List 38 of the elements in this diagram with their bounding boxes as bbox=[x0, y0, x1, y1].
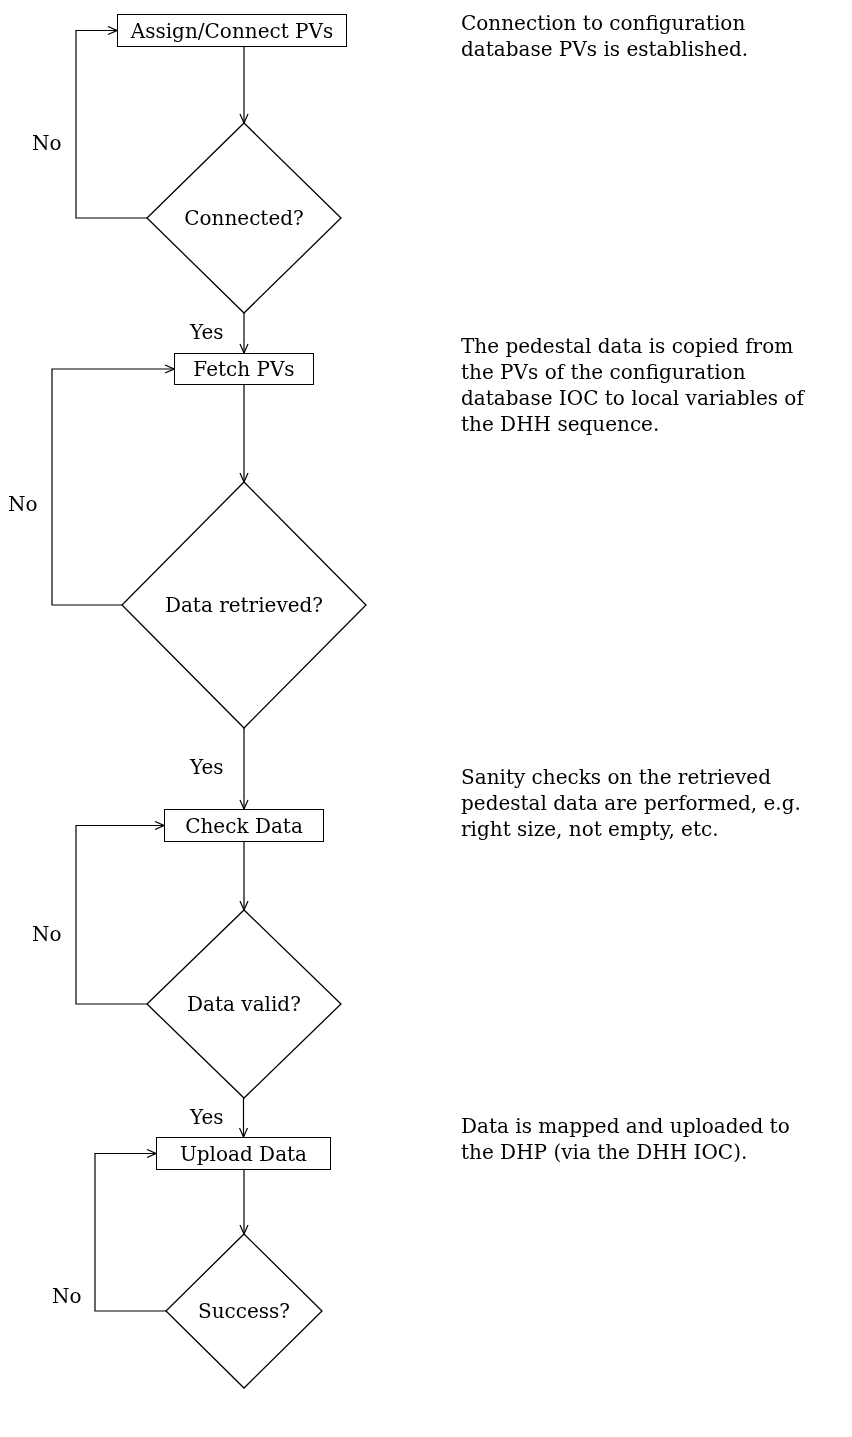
description-text: Connection to configuration database PVs is established. bbox=[461, 10, 750, 62]
process-box bbox=[164, 809, 324, 842]
arrow bbox=[239, 727, 249, 810]
process-box bbox=[156, 1137, 331, 1170]
edge-label: No bbox=[30, 133, 64, 153]
arrow bbox=[75, 25, 148, 219]
edge-label: No bbox=[30, 924, 64, 944]
process-label: Assign/Connect PVs bbox=[130, 18, 334, 43]
arrow bbox=[239, 1169, 249, 1235]
decision-diamond bbox=[166, 1234, 322, 1388]
edge-label: No bbox=[50, 1286, 84, 1306]
process-box bbox=[117, 14, 347, 47]
process-label: Upload Data bbox=[179, 1141, 308, 1166]
arrow bbox=[238, 1097, 249, 1138]
edge-label: Yes bbox=[188, 322, 226, 342]
decision-diamond bbox=[147, 123, 341, 313]
decision-diamond bbox=[122, 482, 366, 728]
decision-label: Data retrieved? bbox=[164, 593, 324, 617]
arrow bbox=[239, 841, 249, 911]
arrow bbox=[239, 384, 249, 483]
process-label: Check Data bbox=[185, 813, 303, 838]
arrow bbox=[239, 46, 249, 124]
description-text: Sanity checks on the retrieved pedestal data are performed, e.g. right size, not empty, etc. bbox=[461, 764, 802, 842]
arrow bbox=[94, 1148, 167, 1312]
arrow bbox=[51, 364, 175, 606]
decision-label: Data valid? bbox=[187, 992, 301, 1016]
arrow bbox=[239, 312, 249, 354]
edge-label: Yes bbox=[188, 757, 226, 777]
decision-label: Success? bbox=[197, 1299, 291, 1323]
decision-label: Connected? bbox=[184, 206, 304, 230]
description-text: Data is mapped and uploaded to the DHP (via the DHH IOC). bbox=[461, 1113, 791, 1165]
edge-label: Yes bbox=[188, 1107, 226, 1127]
edge-label: No bbox=[6, 494, 40, 514]
process-box bbox=[174, 353, 314, 385]
process-label: Fetch PVs bbox=[193, 357, 295, 381]
decision-diamond bbox=[147, 910, 341, 1098]
description-text: The pedestal data is copied from the PVs of the configuration database IOC to local variables of the DHH sequence. bbox=[461, 333, 806, 437]
arrow bbox=[75, 820, 165, 1005]
